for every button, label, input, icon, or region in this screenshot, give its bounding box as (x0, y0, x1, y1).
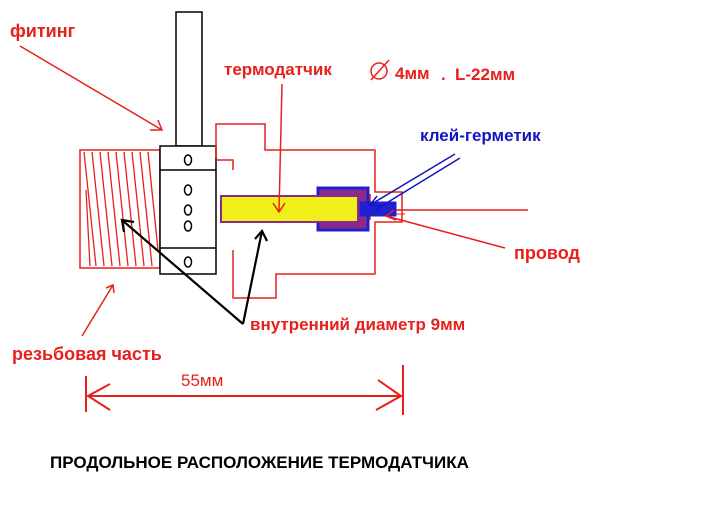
label-threaded-part: резьбовая часть (12, 344, 162, 364)
label-diameter-value: 4мм (395, 64, 430, 83)
inner-diameter-arrows (120, 218, 268, 325)
threaded-part-outline (79, 149, 161, 269)
label-dot: . (441, 65, 446, 84)
label-wire: провод (514, 243, 580, 263)
fitting-body (159, 145, 217, 275)
fitting-holes (183, 154, 193, 268)
dimension-55mm (85, 365, 404, 415)
threaded-part (79, 149, 161, 269)
fitting-tube (175, 11, 203, 147)
label-dimension: 55мм (181, 371, 224, 390)
label-fitting: фитинг (10, 21, 76, 41)
sensor-body (220, 195, 359, 223)
diameter-sign-icon (370, 59, 390, 81)
diagram-caption: ПРОДОЛЬНОЕ РАСПОЛОЖЕНИЕ ТЕРМОДАТЧИКА (50, 453, 469, 472)
thread-hatching (83, 151, 159, 267)
label-thermosensor: термодатчик (224, 60, 332, 79)
label-inner-diameter: внутренний диаметр 9мм (250, 315, 466, 334)
sealant-leader (368, 153, 461, 211)
label-length: L-22мм (455, 65, 516, 84)
label-sealant: клей-герметик (420, 126, 541, 145)
leader-lines-red (19, 45, 506, 337)
